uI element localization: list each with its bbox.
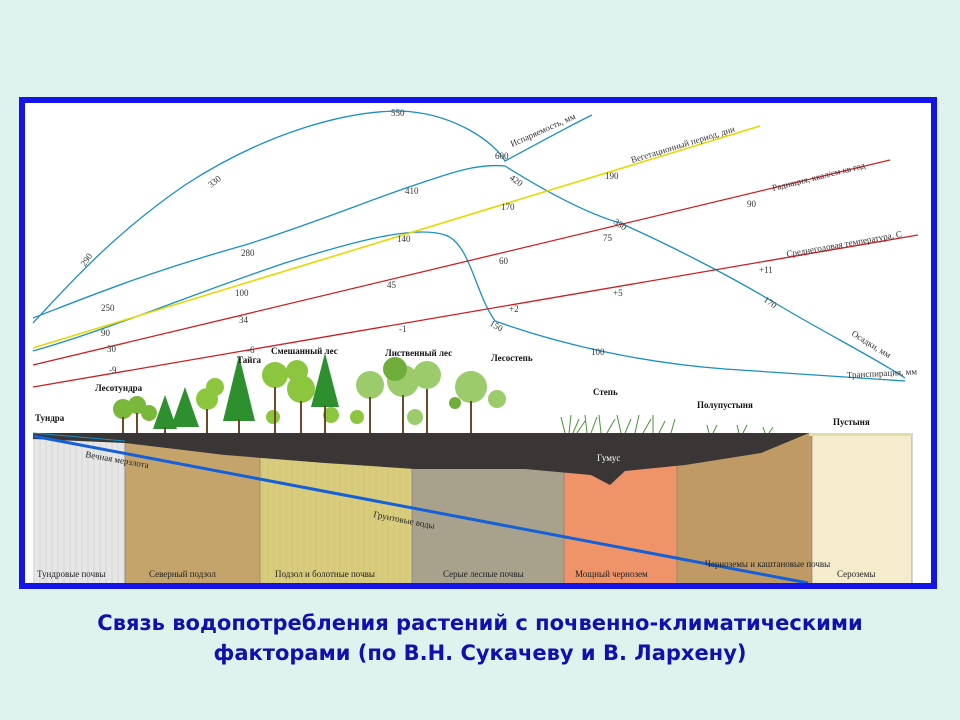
zone-deciduous-forest: Лиственный лес	[385, 348, 452, 358]
caption-line-1: Связь водопотребления растений с почвенн…	[97, 611, 863, 635]
rad-val: 60	[499, 256, 509, 266]
soil-label: Тундровые почвы	[37, 569, 105, 579]
label-transpiration: Транспирация, мм	[847, 366, 918, 380]
soil-climate-diagram: Испаряемость, мм Вегетационный период, д…	[32, 108, 919, 583]
zone-steppe: Степь	[593, 387, 618, 397]
label-vegetation: Вегетационный период, дни	[630, 124, 737, 165]
rad-val: 45	[387, 280, 397, 290]
precip-val: 420	[508, 172, 525, 188]
soil-label: Серые лесные почвы	[443, 569, 524, 579]
label-temperature: Среднегодовая температура, С	[786, 229, 903, 259]
veg-val: 170	[501, 202, 515, 212]
rad-val: 34	[239, 315, 249, 325]
evap-val: 330	[206, 173, 223, 189]
precip-val: 250	[101, 303, 115, 313]
curve-transpiration	[32, 231, 906, 382]
evap-val: 600	[495, 151, 509, 161]
zone-tundra: Тундра	[35, 413, 65, 423]
caption-line-2: факторами (по В.Н. Сукачеву и В. Лархену…	[213, 641, 747, 665]
temp-val: -1	[399, 324, 407, 334]
veg-val: 90	[101, 328, 111, 338]
zone-taiga: Тайга	[237, 355, 262, 365]
soil-label: Подзол и болотные почвы	[275, 569, 375, 579]
soil-label: Северный подзол	[149, 569, 216, 579]
label-humus: Гумус	[597, 453, 620, 463]
label-precipitation: Осадки, мм	[850, 328, 893, 360]
rad-val: 75	[603, 233, 613, 243]
zone-forest-steppe: Лесостепь	[491, 353, 533, 363]
caption: Связь водопотребления растений с почвенн…	[0, 608, 960, 668]
curve-vegetation	[32, 125, 761, 349]
precip-val: 330	[612, 216, 629, 232]
temp-val: +2	[509, 304, 519, 314]
soil-label: Черноземы и каштановые почвы	[705, 559, 830, 569]
curve-evaporation	[32, 110, 593, 324]
transp-val: 150	[488, 318, 505, 334]
precip-val: 410	[405, 186, 419, 196]
transp-val: 100	[591, 347, 605, 357]
temp-val: -9	[109, 365, 117, 375]
evap-val: 550	[391, 108, 405, 118]
evap-val: 290	[78, 251, 94, 268]
humus-layer	[33, 433, 809, 485]
zone-mixed-forest: Смешанный лес	[271, 346, 338, 356]
precip-val: 280	[241, 248, 255, 258]
label-evaporation: Испаряемость, мм	[509, 111, 578, 149]
diagram-frame: Испаряемость, мм Вегетационный период, д…	[19, 97, 937, 589]
curve-radiation	[32, 159, 891, 366]
vegetation-illustration	[113, 353, 774, 434]
rad-val: 30	[107, 344, 117, 354]
curve-temperature	[32, 234, 919, 388]
zone-forest-tundra: Лесотундра	[95, 383, 143, 393]
temp-val: +11	[759, 265, 773, 275]
rad-val: 90	[747, 199, 757, 209]
curve-precipitation	[32, 164, 906, 379]
veg-val: 140	[397, 234, 411, 244]
groundwater-line	[32, 434, 809, 583]
soil-label: Мощный чернозем	[575, 569, 648, 579]
veg-val: 190	[605, 171, 619, 181]
zone-semidesert: Полупустыня	[697, 400, 753, 410]
soil-label: Сероземы	[837, 569, 875, 579]
temp-val: +5	[613, 288, 623, 298]
temp-val: -6	[247, 345, 255, 355]
soil-serozem	[812, 433, 912, 583]
zone-desert: Пустыня	[833, 417, 870, 427]
veg-val: 100	[235, 288, 249, 298]
label-radiation: Радиация, ккал/см кв год	[771, 160, 866, 193]
